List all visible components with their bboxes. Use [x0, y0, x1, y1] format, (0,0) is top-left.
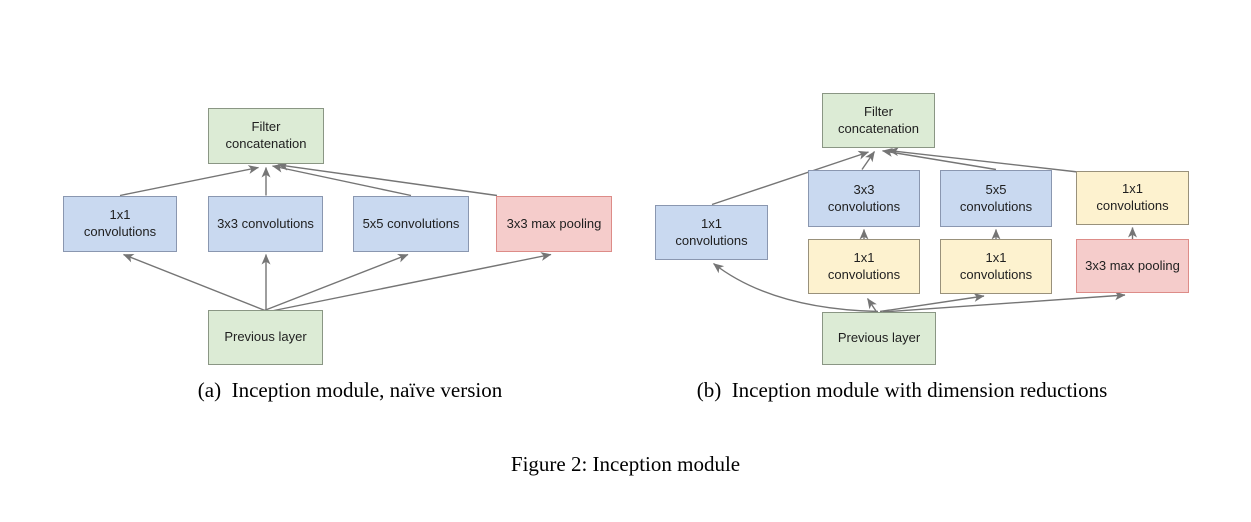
- box-1x1-convolutions-a: 1x1 convolutions: [63, 196, 177, 252]
- box-1x1-convolutions-after-pool-b: 1x1 convolutions: [1076, 171, 1189, 225]
- box-filter-concatenation-b: Filter concatenation: [822, 93, 935, 148]
- box-5x5-convolutions-a: 5x5 convolutions: [353, 196, 469, 252]
- box-filter-concatenation-a: Filter concatenation: [208, 108, 324, 164]
- box-previous-layer-b: Previous layer: [822, 312, 936, 365]
- box-1x1-convolutions-reduce-5x5-b: 1x1 convolutions: [940, 239, 1052, 294]
- box-3x3-max-pooling-a: 3x3 max pooling: [496, 196, 612, 252]
- arrows-diagram-b: [711, 147, 1137, 313]
- arrows-diagram-a: [119, 161, 552, 313]
- box-1x1-convolutions-reduce-3x3-b: 1x1 convolutions: [808, 239, 920, 294]
- subcaption-a: (a) Inception module, naïve version: [197, 378, 503, 402]
- box-3x3-convolutions-a: 3x3 convolutions: [208, 196, 323, 252]
- box-previous-layer-a: Previous layer: [208, 310, 323, 365]
- box-5x5-convolutions-b: 5x5 convolutions: [940, 170, 1052, 227]
- figure-caption: Figure 2: Inception module: [510, 452, 741, 476]
- box-3x3-convolutions-b: 3x3 convolutions: [808, 170, 920, 227]
- subcaption-b: (b) Inception module with dimension redu…: [696, 378, 1108, 402]
- box-3x3-max-pooling-b: 3x3 max pooling: [1076, 239, 1189, 293]
- box-1x1-convolutions-branch-b: 1x1 convolutions: [655, 205, 768, 260]
